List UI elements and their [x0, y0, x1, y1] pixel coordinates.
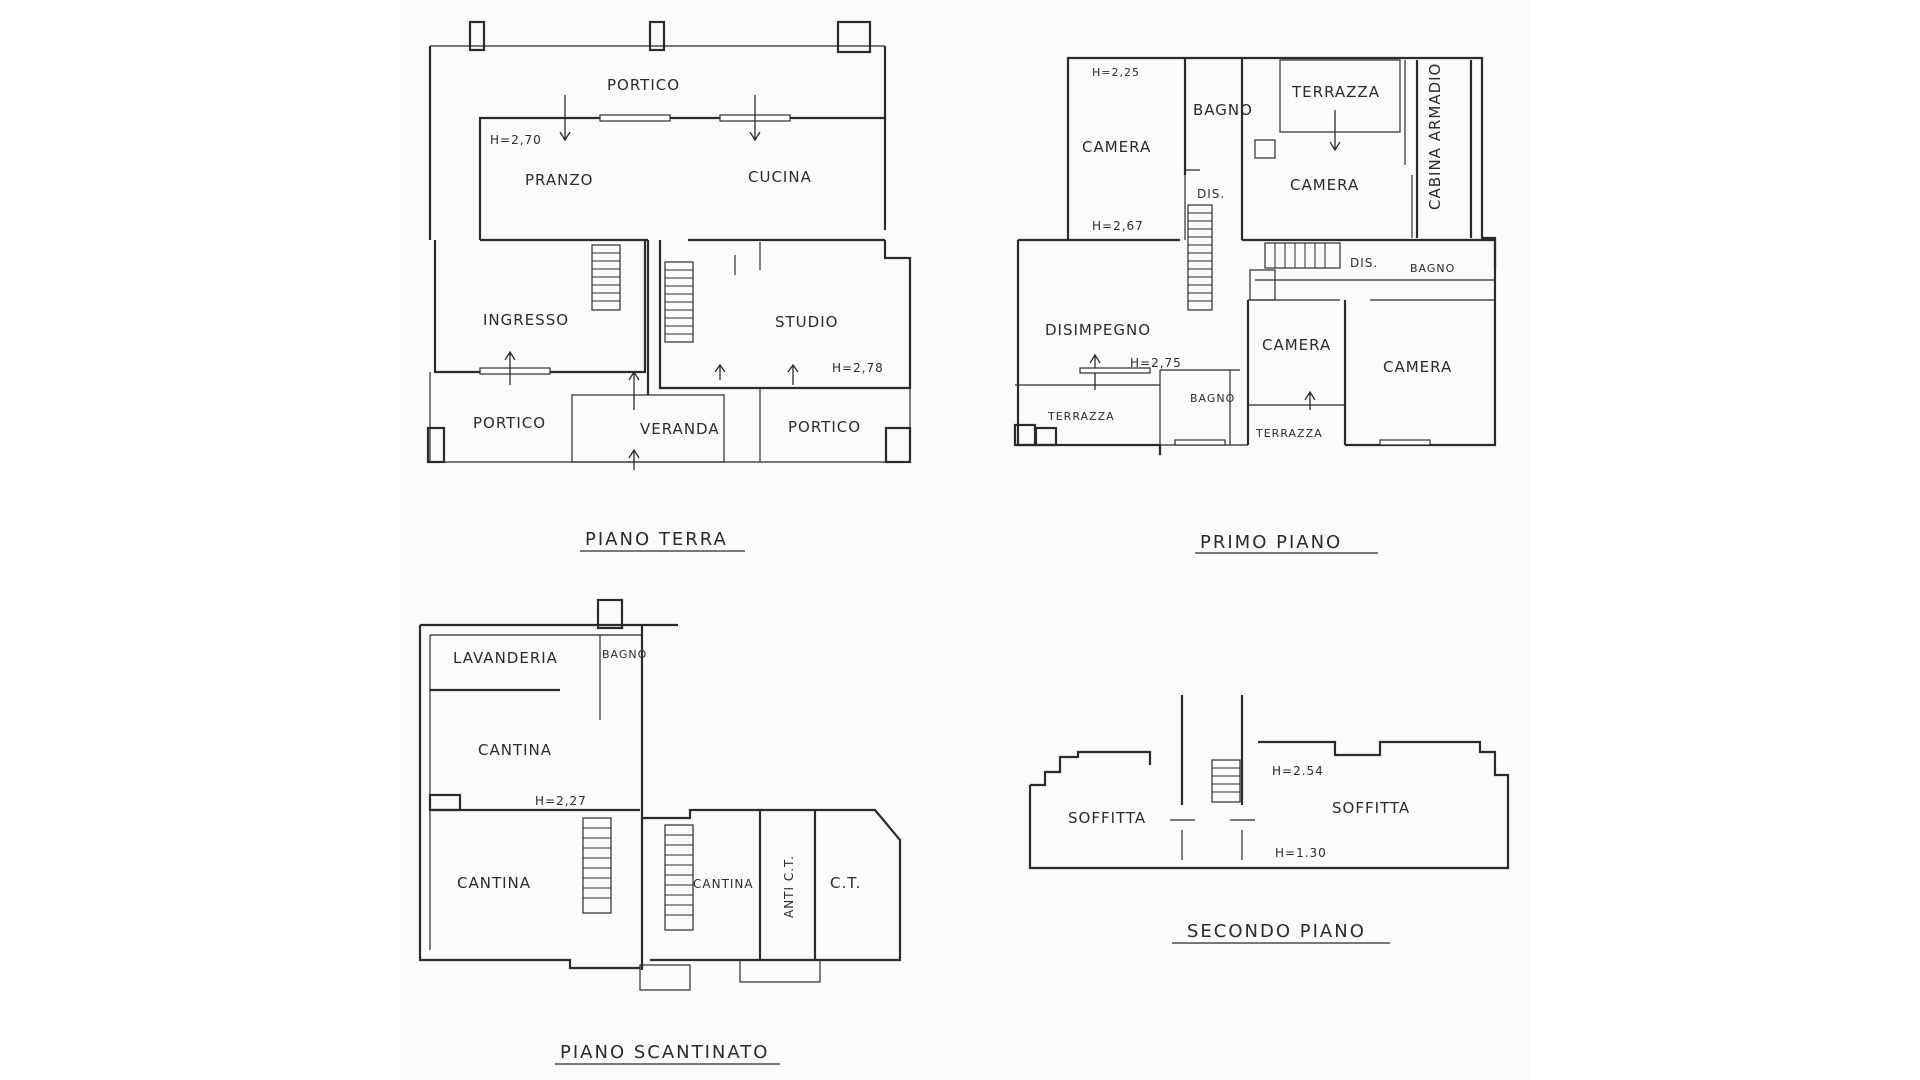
room-label: PORTICO [473, 414, 546, 432]
room-label: PRANZO [525, 171, 593, 189]
height-note: H=2,67 [1092, 219, 1144, 233]
staircase [1211, 759, 1241, 803]
height-note: H=2,78 [832, 361, 884, 375]
room-label: CAMERA [1290, 176, 1359, 194]
room-label: CANTINA [478, 741, 552, 759]
plan-primo-piano: H=2,25 CAMERA BAGNO TERRAZZA CABINA ARMA… [1013, 56, 1497, 554]
room-label: TERRAZZA [1291, 83, 1380, 101]
height-note: H=2,25 [1092, 66, 1140, 79]
room-label: CANTINA [693, 877, 754, 891]
floor-title: SECONDO PIANO [1187, 921, 1366, 942]
room-label: C.T. [830, 874, 861, 892]
room-label: BAGNO [1190, 392, 1235, 405]
room-label: PORTICO [607, 76, 680, 94]
room-label: VERANDA [640, 420, 720, 438]
room-label: ANTI C.T. [782, 855, 796, 918]
room-label: CUCINA [748, 168, 812, 186]
room-label: DISIMPEGNO [1045, 321, 1151, 339]
room-label: CAMERA [1262, 336, 1331, 354]
room-label: DIS. [1350, 256, 1378, 270]
room-label: BAGNO [602, 648, 647, 661]
height-note: H=2,70 [490, 133, 542, 147]
column [468, 20, 486, 52]
staircase [591, 244, 694, 343]
height-note: H=2,27 [535, 794, 587, 808]
room-label: TERRAZZA [1047, 410, 1115, 423]
room-label: LAVANDERIA [453, 649, 558, 667]
floor-title: PRIMO PIANO [1200, 532, 1342, 553]
height-note: H=2,75 [1130, 356, 1182, 370]
room-label: STUDIO [775, 313, 838, 331]
column [648, 20, 666, 52]
room-label: PORTICO [788, 418, 861, 436]
room-label: CAMERA [1383, 358, 1452, 376]
room-label: BAGNO [1193, 101, 1253, 119]
room-label: DIS. [1197, 187, 1225, 201]
staircase [1187, 204, 1341, 311]
height-note: H=2.54 [1272, 764, 1324, 778]
room-label: CAMERA [1082, 138, 1151, 156]
room-label: BAGNO [1410, 262, 1455, 275]
floor-title: PIANO TERRA [585, 529, 728, 550]
room-label: INGRESSO [483, 311, 569, 329]
column [836, 20, 872, 54]
staircase [582, 817, 694, 931]
room-label: SOFFITTA [1332, 799, 1410, 817]
plan-secondo-piano: SOFFITTA H=2.54 SOFFITTA H=1.30 SECONDO … [1028, 695, 1510, 944]
room-label: CANTINA [457, 874, 531, 892]
light-well [596, 598, 624, 630]
plan-piano-terra: PORTICO H=2,70 PRANZO CUCINA INGRESSO ST… [426, 20, 912, 552]
room-label: TERRAZZA [1255, 427, 1323, 440]
floor-title: PIANO SCANTINATO [560, 1042, 769, 1063]
paper [400, 0, 1530, 1080]
room-label: CABINA ARMADIO [1426, 63, 1444, 210]
plan-piano-scantinato: LAVANDERIA BAGNO CANTINA H=2,27 CANTINA … [418, 598, 902, 1065]
room-label: SOFFITTA [1068, 809, 1146, 827]
height-note: H=1.30 [1275, 846, 1327, 860]
